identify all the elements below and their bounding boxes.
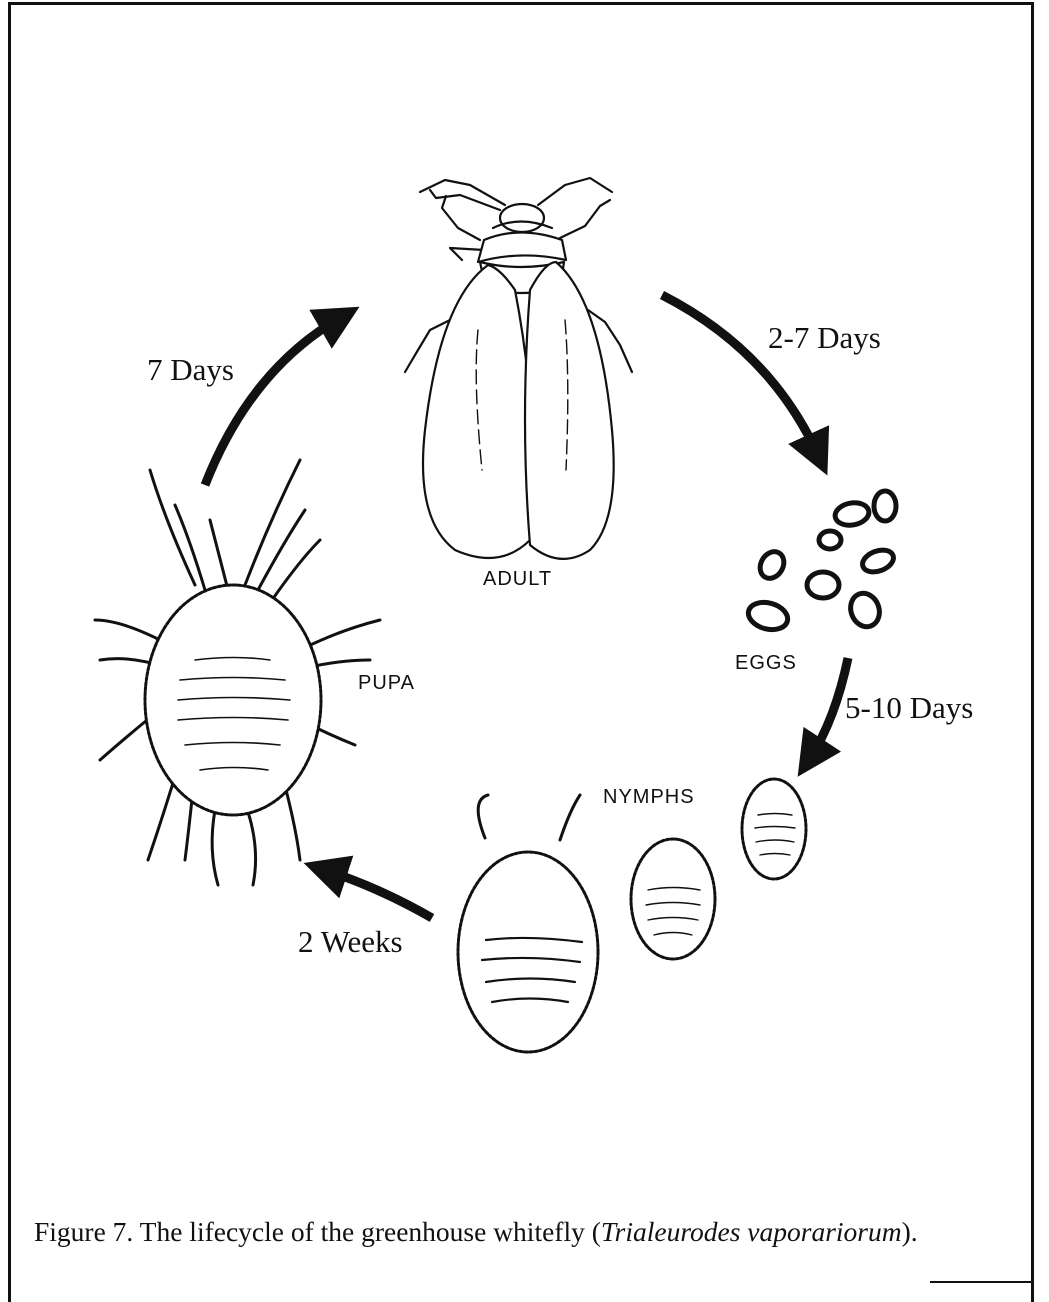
nymphs-illustration — [458, 779, 806, 1052]
duration-nymphs-to-pupa: 2 Weeks — [298, 924, 403, 960]
nymphs-label: NYMPHS — [603, 786, 695, 809]
eggs-illustration — [745, 491, 896, 634]
duration-eggs-to-nymphs: 5-10 Days — [845, 690, 973, 726]
arrow-adult-to-eggs — [662, 295, 818, 455]
adult-whitefly-illustration — [405, 178, 632, 559]
arrow-pupa-to-adult — [205, 318, 340, 485]
arrow-eggs-to-nymphs — [810, 658, 848, 758]
pupa-label: PUPA — [358, 672, 415, 695]
caption-suffix: ). — [902, 1216, 918, 1247]
duration-pupa-to-adult: 7 Days — [147, 352, 234, 388]
pupa-illustration — [95, 460, 380, 885]
caption-species: Trialeurodes vaporariorum — [601, 1216, 902, 1247]
duration-adult-to-eggs: 2-7 Days — [768, 320, 881, 356]
caption-prefix: Figure 7. The lifecycle of the greenhous… — [34, 1216, 601, 1247]
adult-label: ADULT — [483, 568, 552, 591]
figure-caption: Figure 7. The lifecycle of the greenhous… — [34, 1213, 1014, 1250]
arrow-nymphs-to-pupa — [325, 870, 432, 918]
eggs-label: EGGS — [735, 652, 797, 675]
